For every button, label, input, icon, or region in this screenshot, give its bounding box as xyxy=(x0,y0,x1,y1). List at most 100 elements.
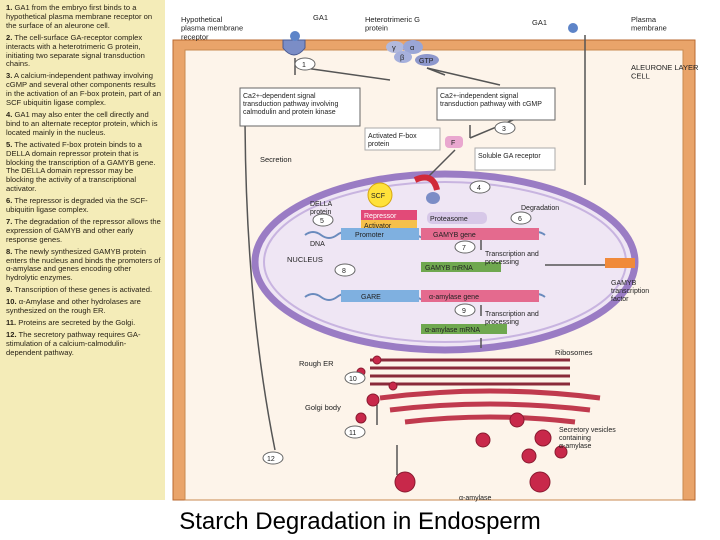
step-10: 10. α-Amylase and other hydrolases are s… xyxy=(6,297,161,316)
rough-er xyxy=(370,358,570,386)
step-text: Proteins are secreted by the Golgi. xyxy=(18,318,136,327)
step-text: The degradation of the repressor allows … xyxy=(6,216,161,244)
activator-label: Activator xyxy=(364,223,392,230)
gamma-label: γ xyxy=(392,43,396,52)
beta-label: β xyxy=(400,53,405,62)
fbox-label-box xyxy=(364,127,441,151)
step-number: 1. xyxy=(6,3,13,12)
ga1-free xyxy=(568,23,578,33)
gare-block xyxy=(341,290,419,302)
repressor-label: Repressor xyxy=(364,213,397,220)
repressor-block xyxy=(361,210,417,220)
gamyb-gene-block xyxy=(421,228,539,240)
step-text: The activated F-box protein binds to a D… xyxy=(6,139,156,194)
step-text: The newly synthesized GAMYB protein ente… xyxy=(6,246,161,283)
red-hook xyxy=(413,174,440,191)
membrane-receptor xyxy=(282,39,306,56)
ca-independent-box xyxy=(436,87,556,121)
marker-10: 10 xyxy=(349,376,357,383)
ga1-bound xyxy=(290,31,300,41)
receptor-ball xyxy=(426,192,440,204)
marker-8: 8 xyxy=(342,268,346,275)
gamyb-mrna-block xyxy=(421,262,501,272)
step-number: 4. xyxy=(6,109,13,119)
secretion-label: Secretion xyxy=(260,155,292,164)
gamyb-mrna-label: GAMYB mRNA xyxy=(425,265,473,272)
degradation-label: Degradation xyxy=(521,205,559,212)
step-text: Transcription of these genes is activate… xyxy=(14,285,153,295)
secretory-vesicles xyxy=(355,355,568,493)
proteasome-block xyxy=(427,212,487,224)
f-label: F xyxy=(451,140,455,147)
amylase-mrna-block xyxy=(421,324,507,334)
soluble-receptor-label: Soluble GA receptor xyxy=(478,153,541,160)
step-text: A calcium-independent pathway involving … xyxy=(6,71,161,108)
gamyb-tf-block xyxy=(605,258,635,268)
pathway-arrows xyxy=(244,35,605,475)
dna-label: DNA xyxy=(310,241,325,248)
step-text: α-Amylase and other hydrolases are synth… xyxy=(6,297,141,316)
step-text: The repressor is degraded via the SCF-ub… xyxy=(6,196,148,215)
step-number: 2. xyxy=(6,32,13,42)
step-number: 10. xyxy=(6,297,17,307)
promoter-block xyxy=(341,228,419,240)
ca-dependent-box xyxy=(239,87,361,127)
step-number: 3. xyxy=(6,71,13,81)
gtp-marker xyxy=(415,54,439,66)
nucleus-label: NUCLEUS xyxy=(287,255,323,264)
step-number: 8. xyxy=(6,246,13,256)
step-text: The secretory pathway requires GA-stimul… xyxy=(6,329,141,357)
alpha-label: α xyxy=(410,43,415,52)
step-9: 9. Transcription of these genes is activ… xyxy=(6,285,161,295)
proteasome-label: Proteasome xyxy=(430,216,468,223)
f-box-protein xyxy=(445,136,463,148)
ribosomes-label: Ribosomes xyxy=(555,348,593,357)
gtp-label: GTP xyxy=(419,58,434,65)
step-text: GA1 from the embryo first binds to a hyp… xyxy=(6,3,153,30)
step-1: 1. GA1 from the embryo first binds to a … xyxy=(6,3,161,31)
step-2: 2. The cell-surface GA-receptor complex … xyxy=(6,32,161,70)
activator-block xyxy=(361,220,417,230)
golgi-label: Golgi body xyxy=(305,403,341,412)
gare-label: GARE xyxy=(361,294,381,301)
step-number: 11. xyxy=(6,318,17,327)
step-text: GA1 may also enter the cell directly and… xyxy=(6,109,158,137)
step-number: 6. xyxy=(6,196,13,206)
ga1-top-label: GA1 xyxy=(313,13,328,22)
step-number-markers xyxy=(262,57,532,465)
rough-er-label: Rough ER xyxy=(299,359,334,368)
marker-12: 12 xyxy=(267,456,275,463)
step-4: 4. GA1 may also enter the cell directly … xyxy=(6,109,161,138)
ga1-right-label: GA1 xyxy=(532,18,547,27)
marker-11: 11 xyxy=(349,430,356,437)
step-7: 7. The degradation of the repressor allo… xyxy=(6,216,161,245)
step-6: 6. The repressor is degraded via the SCF… xyxy=(6,196,161,215)
amylase-gene-label: α-amylase gene xyxy=(429,294,479,301)
step-11: 11. Proteins are secreted by the Golgi. xyxy=(6,318,161,328)
marker-6: 6 xyxy=(518,216,522,223)
step-number: 7. xyxy=(6,216,13,226)
g-protein-alpha xyxy=(403,40,423,54)
step-5: 5. The activated F-box protein binds to … xyxy=(6,139,161,194)
marker-5: 5 xyxy=(320,218,324,225)
marker-9: 9 xyxy=(462,308,466,315)
marker-4: 4 xyxy=(477,185,481,192)
step-number: 9. xyxy=(6,285,13,295)
step-text: The cell-surface GA-receptor complex int… xyxy=(6,32,145,69)
golgi-body xyxy=(379,388,601,425)
slide-caption: Starch Degradation in Endosperm xyxy=(179,508,541,535)
scf-complex xyxy=(367,182,393,208)
scf-label: SCF xyxy=(371,193,385,200)
step-12: 12. The secretory pathway requires GA-st… xyxy=(6,329,161,358)
